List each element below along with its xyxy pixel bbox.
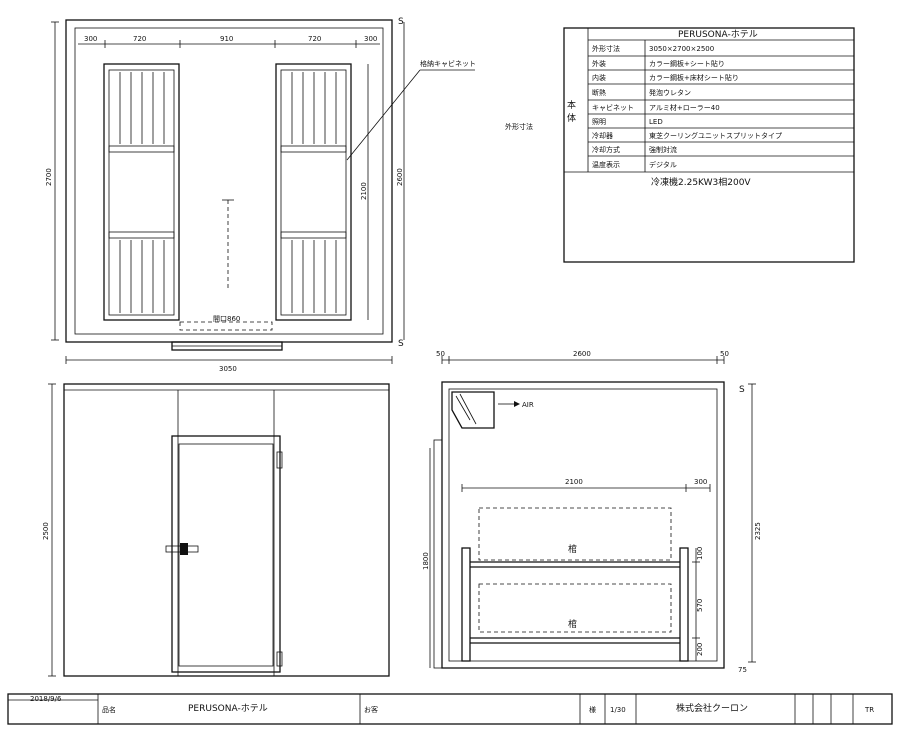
spec-note: 冷凍機2.25KW3相200V [651, 176, 751, 188]
plan-top-dim-4: 720 [308, 35, 321, 43]
front-elevation: 2500 [42, 383, 390, 677]
plan-top-dim-2: 720 [133, 35, 146, 43]
side-top-dim-left: 50 [436, 350, 445, 358]
spec-table: PERUSONA-ホテル 本体 外形寸法 3050×2700×2500 外装 カ… [563, 27, 855, 263]
plan-top-dim-3: 910 [220, 35, 233, 43]
cooling-unit [451, 391, 495, 429]
side-top-dim-center: 2600 [573, 350, 591, 358]
upper-box [478, 507, 672, 561]
spec-body-label: 本体 [565, 99, 576, 126]
side-shelf-dim-bottom: 200 [696, 643, 704, 656]
spec-key-0: 外形寸法 [592, 44, 620, 53]
ext-dim-label: 外形寸法 [505, 122, 533, 131]
spec-val-7: 強制対流 [649, 145, 677, 154]
left-cabinet [103, 63, 180, 321]
plan-inner-height-dim: 2100 [360, 182, 368, 200]
plan-bottom-dim: 3050 [219, 365, 237, 373]
plan-left-dim: 2700 [45, 168, 53, 186]
title-name-label: 品名 [102, 705, 116, 714]
side-section: 50 2600 50 AIR 2100 300 棺 棺 [422, 350, 762, 674]
side-corner-mark: S [739, 385, 745, 395]
spec-val-4: アルミ材+ローラー40 [649, 103, 720, 112]
spec-key-4: キャビネット [592, 103, 634, 112]
title-date: 2018/9/6 [30, 695, 62, 703]
side-height-1800: 1800 [422, 552, 430, 570]
title-client-label: お客 [364, 705, 378, 714]
spec-key-6: 冷却器 [592, 131, 613, 140]
spec-key-7: 冷却方式 [592, 145, 620, 154]
spec-val-2: カラー鋼板+床材シート貼り [649, 73, 739, 82]
side-right-dim: 2325 [754, 522, 762, 540]
plan-corner-mark-top: S [398, 17, 404, 27]
side-rack-right-dim: 300 [694, 478, 707, 486]
lower-box [478, 583, 672, 633]
side-rack-width-dim: 2100 [565, 478, 583, 486]
title-scale-value: 1/30 [610, 706, 626, 714]
side-top-dim-right: 50 [720, 350, 729, 358]
side-bottom-dim: 75 [738, 666, 747, 674]
spec-key-2: 内装 [592, 73, 606, 82]
storage-rack [461, 547, 689, 662]
front-left-dim: 2500 [42, 522, 50, 540]
title-code: TR [864, 706, 874, 714]
spec-title: PERUSONA-ホテル [678, 29, 758, 40]
plan-corner-mark-bottom: S [398, 339, 404, 349]
plan-opening-label: 開口860 [213, 315, 240, 323]
plan-view: 300 720 910 720 300 [45, 17, 476, 373]
spec-key-8: 温度表示 [592, 160, 620, 169]
title-scale-label: 様 [589, 705, 596, 714]
spec-val-8: デジタル [649, 160, 677, 169]
spec-val-3: 発泡ウレタン [649, 88, 691, 97]
title-block: 2018/9/6 品名 PERUSONA-ホテル お客 様 1/30 株式会社ク… [7, 693, 893, 725]
plan-right-dim: 2600 [396, 168, 404, 186]
plan-top-dim-1: 300 [84, 35, 97, 43]
upper-box-label: 棺 [568, 543, 577, 555]
title-company: 株式会社クーロン [676, 702, 748, 714]
plan-cabinet-callout: 格納キャビネット [420, 59, 476, 68]
spec-key-3: 断熱 [592, 88, 606, 97]
side-air-label: AIR [522, 401, 534, 409]
spec-val-5: LED [649, 118, 663, 126]
spec-val-0: 3050×2700×2500 [649, 45, 714, 53]
spec-val-1: カラー鋼板+シート貼り [649, 59, 725, 68]
side-shelf-dim-mid: 570 [696, 599, 704, 612]
plan-top-dim-5: 300 [364, 35, 377, 43]
spec-key-5: 照明 [592, 118, 606, 126]
spec-key-1: 外装 [592, 59, 606, 68]
lower-box-label: 棺 [568, 618, 577, 630]
title-name-value: PERUSONA-ホテル [188, 703, 268, 714]
spec-val-6: 東芝クーリングユニットスプリットタイプ [649, 131, 782, 140]
side-shelf-dim-top: 100 [696, 547, 704, 560]
right-cabinet [275, 63, 352, 321]
